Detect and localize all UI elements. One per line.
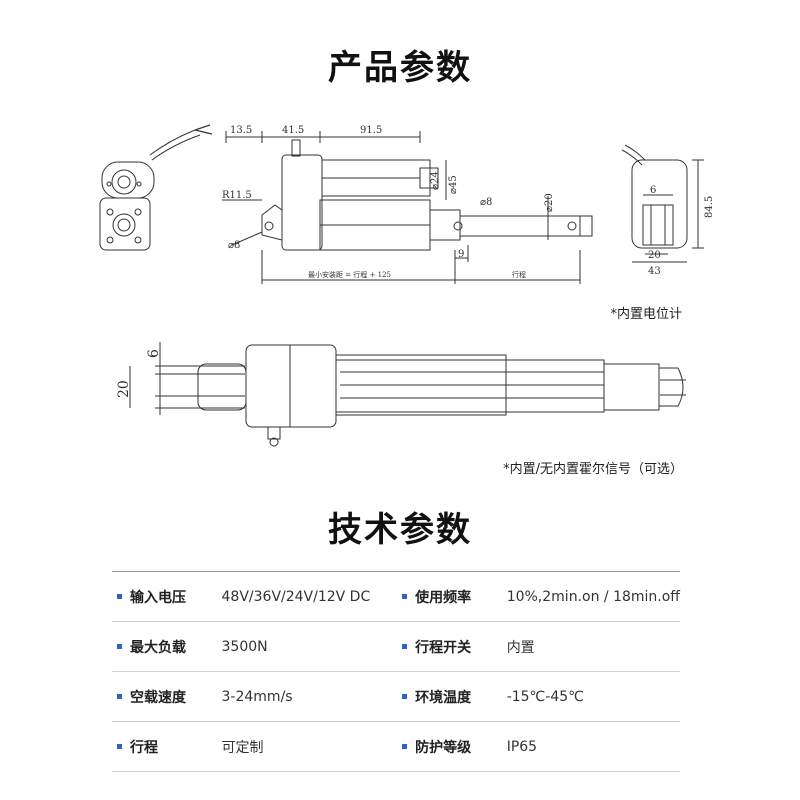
spec-key: 空载速度 [112,671,222,722]
spec-key: 行程开关 [397,621,507,672]
product-params-title: 产品参数 [328,48,472,88]
spec-value: 3500N [221,621,398,672]
dim-phi20: ⌀20 [544,193,555,212]
technical-drawing: 13.5 41.5 91.5 R11.5 ⌀8 ⌀24 ⌀45 ⌀8 ⌀20 9… [99,124,715,447]
table-row: 空载速度 3-24mm/s 环境温度 -15℃-45℃ [112,671,680,722]
tech-params-title: 技术参数 [328,510,472,550]
spec-key: 输入电压 [112,571,222,622]
dim-phi24: ⌀24 [430,171,441,190]
actuator-side-view [222,131,593,284]
dim-84-5: 84.5 [704,196,715,218]
dim-6-bottom: 6 [146,349,162,358]
dim-9: 9 [458,249,464,260]
spec-value: 10%,2min.on / 18min.off [506,571,680,622]
spec-table: 输入电压 48V/36V/24V/12V DC 使用频率 10%,2min.on… [112,571,680,772]
dim-stroke: 行程 [512,270,526,279]
spec-key: 行程 [112,721,222,772]
table-row: 行程 可定制 防护等级 IP65 [112,721,680,772]
dim-r11-5: R11.5 [222,190,252,201]
note-hall-signal: *内置/无内置霍尔信号（可选） [503,462,683,477]
actuator-end-view [621,144,704,263]
spec-key: 最大负载 [112,621,222,672]
dim-phi8-rod: ⌀8 [480,197,492,208]
motor-end-view [99,124,213,251]
spec-value: IP65 [506,721,680,772]
spec-key: 环境温度 [397,671,507,722]
dim-min-install: 最小安装距 = 行程 + 125 [308,270,391,279]
spec-value: -15℃-45℃ [506,671,680,722]
dim-13-5: 13.5 [230,125,252,136]
spec-key: 防护等级 [397,721,507,772]
spec-key: 使用频率 [397,571,507,622]
dim-phi45: ⌀45 [448,175,459,194]
spec-value: 3-24mm/s [221,671,398,722]
actuator-top-view [129,342,686,447]
dim-20-bottom: 20 [116,380,132,398]
dim-20-end: 20 [648,250,661,261]
dim-91-5: 91.5 [360,125,382,136]
dim-6-end: 6 [650,185,656,196]
dim-41-5: 41.5 [282,125,304,136]
table-row: 输入电压 48V/36V/24V/12V DC 使用频率 10%,2min.on… [112,571,680,622]
table-row: 最大负载 3500N 行程开关 内置 [112,621,680,672]
note-potentiometer: *内置电位计 [610,307,682,322]
dim-43: 43 [648,266,661,277]
spec-value: 可定制 [221,721,398,772]
dim-phi8-left: ⌀8 [228,240,240,251]
spec-value: 内置 [506,621,680,672]
spec-value: 48V/36V/24V/12V DC [221,571,398,622]
